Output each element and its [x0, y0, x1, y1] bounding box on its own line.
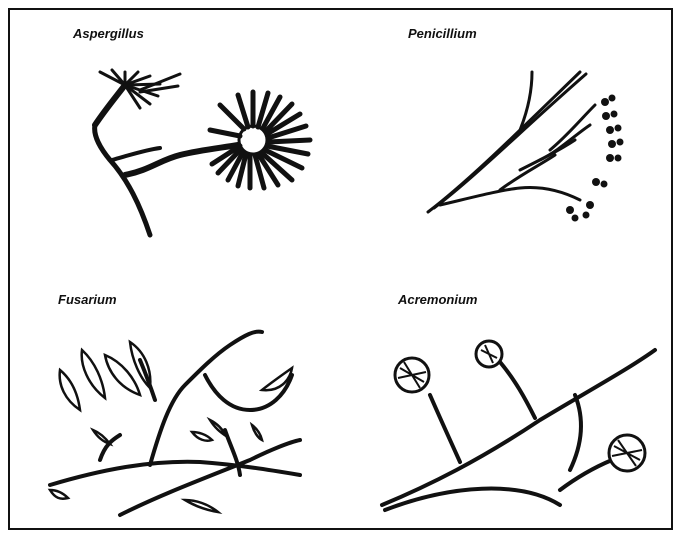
- acremonium-conidial-balls: [395, 341, 645, 471]
